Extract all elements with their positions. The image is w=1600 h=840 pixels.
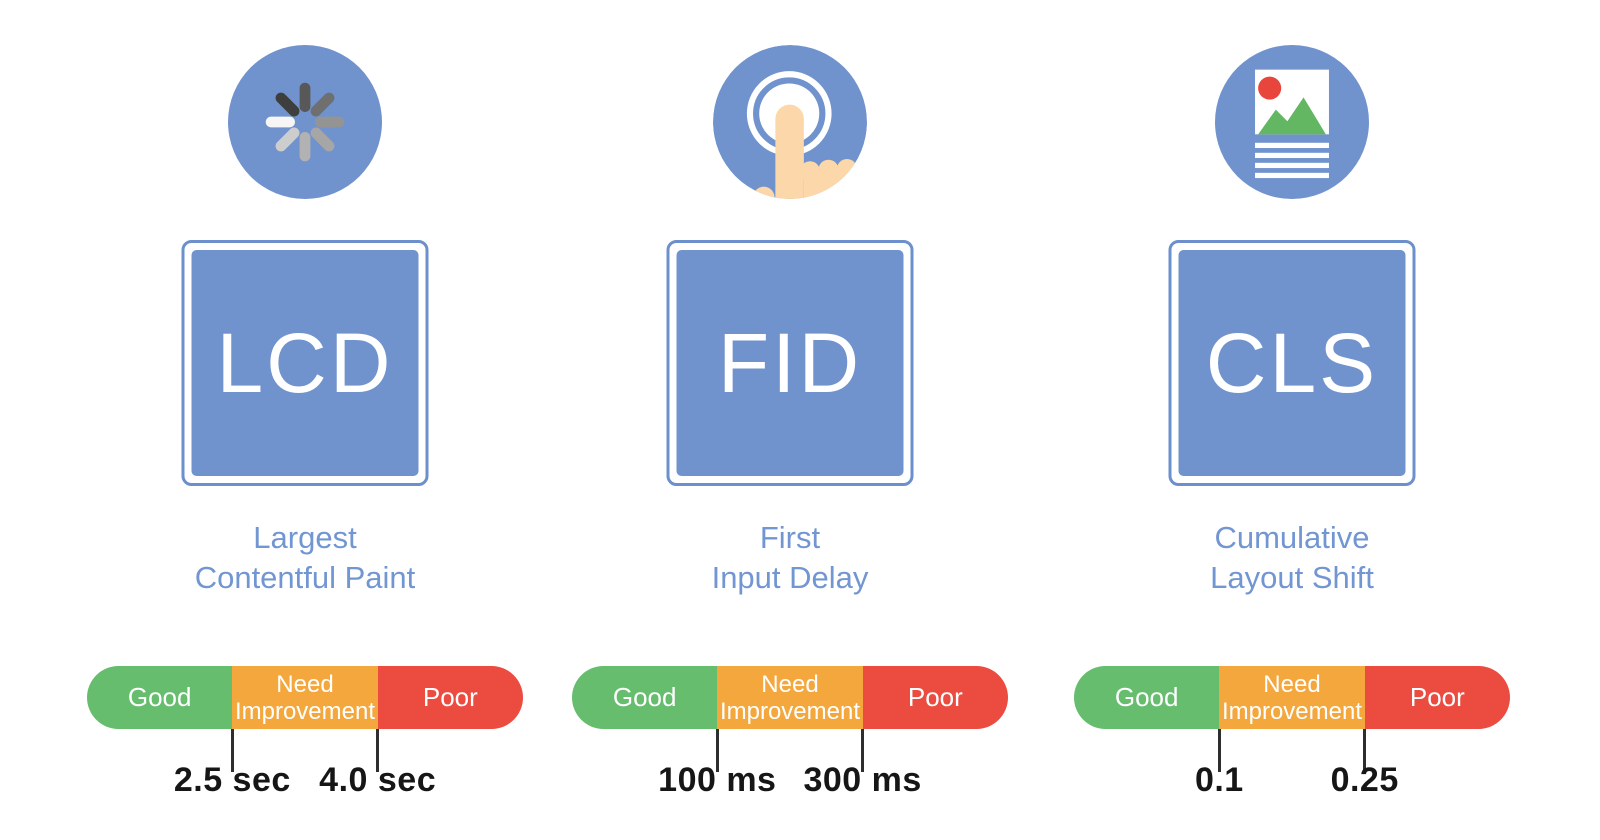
loading-spinner-icon <box>228 45 382 199</box>
fid-good-label: Good <box>612 682 677 712</box>
lcp-need-improvement-segment: Need Improvement <box>232 666 378 729</box>
cls-need-label-line2: Improvement <box>1221 697 1363 725</box>
fid-square-fill: FID <box>676 250 904 476</box>
tap-finger-icon <box>713 45 867 199</box>
fid-poor-segment: Poor <box>862 666 1008 729</box>
cls-poor-segment: Poor <box>1364 666 1510 729</box>
fid-poor-label: Poor <box>907 682 963 712</box>
cls-scale-bar: Good Need Improvement Poor <box>1074 666 1510 729</box>
metric-column-cls: CLS Cumulative Layout Shift Good Need Im… <box>1074 0 1510 840</box>
lcp-scale-bar: Good Need Improvement Poor <box>87 666 523 729</box>
lcp-good-label: Good <box>127 682 192 712</box>
cls-square-fill: CLS <box>1178 250 1406 476</box>
lcp-need-label-line1: Need <box>276 670 334 698</box>
lcp-poor-threshold-tick <box>376 729 380 772</box>
lcp-square: LCD <box>181 240 429 486</box>
cls-poor-threshold-value: 0.25 <box>1330 761 1399 799</box>
cls-good-label: Good <box>1114 682 1179 712</box>
fid-need-label-line2: Improvement <box>719 697 861 725</box>
fid-poor-threshold-tick <box>861 729 865 772</box>
cls-good-segment: Good <box>1074 666 1220 729</box>
lcp-poor-threshold-value: 4.0 sec <box>319 761 437 799</box>
cls-need-improvement-segment: Need Improvement <box>1219 666 1365 729</box>
cls-poor-threshold-tick <box>1363 729 1367 772</box>
fid-good-threshold-tick <box>715 729 719 772</box>
fid-title-line1: First <box>759 520 821 555</box>
fid-title: First Input Delay <box>572 518 1008 598</box>
cls-need-label-line1: Need <box>1263 670 1321 698</box>
fid-square: FID <box>666 240 914 486</box>
cls-abbreviation: CLS <box>1205 316 1379 410</box>
metric-column-fid: FID First Input Delay Good Need Improvem… <box>572 0 1008 840</box>
lcp-good-threshold-value: 2.5 sec <box>173 761 291 799</box>
cls-good-threshold-value: 0.1 <box>1194 761 1244 799</box>
lcp-title: Largest Contentful Paint <box>87 518 523 598</box>
page-layout-image-icon <box>1215 45 1369 199</box>
lcp-poor-segment: Poor <box>377 666 523 729</box>
fid-good-threshold-value: 100 ms <box>658 761 777 799</box>
fid-poor-threshold-value: 300 ms <box>803 761 922 799</box>
fid-need-label-line1: Need <box>761 670 819 698</box>
lcp-good-segment: Good <box>87 666 233 729</box>
lcp-title-line2: Contentful Paint <box>194 560 416 595</box>
metric-column-lcp: LCD Largest Contentful Paint Good Need I… <box>87 0 523 840</box>
cls-title: Cumulative Layout Shift <box>1074 518 1510 598</box>
lcp-abbreviation: LCD <box>216 316 394 410</box>
lcp-need-label-line2: Improvement <box>234 697 376 725</box>
cls-title-line1: Cumulative <box>1214 520 1370 555</box>
fid-good-segment: Good <box>572 666 718 729</box>
fid-scale-bar: Good Need Improvement Poor <box>572 666 1008 729</box>
fid-abbreviation: FID <box>717 316 863 410</box>
cls-poor-label: Poor <box>1409 682 1465 712</box>
lcp-poor-label: Poor <box>422 682 478 712</box>
lcp-good-threshold-tick <box>230 729 234 772</box>
cls-good-threshold-tick <box>1217 729 1221 772</box>
lcp-title-line1: Largest <box>253 520 357 555</box>
fid-need-improvement-segment: Need Improvement <box>717 666 863 729</box>
lcp-square-fill: LCD <box>191 250 419 476</box>
cls-square: CLS <box>1168 240 1416 486</box>
fid-title-line2: Input Delay <box>711 560 869 595</box>
cls-title-line2: Layout Shift <box>1210 560 1374 595</box>
